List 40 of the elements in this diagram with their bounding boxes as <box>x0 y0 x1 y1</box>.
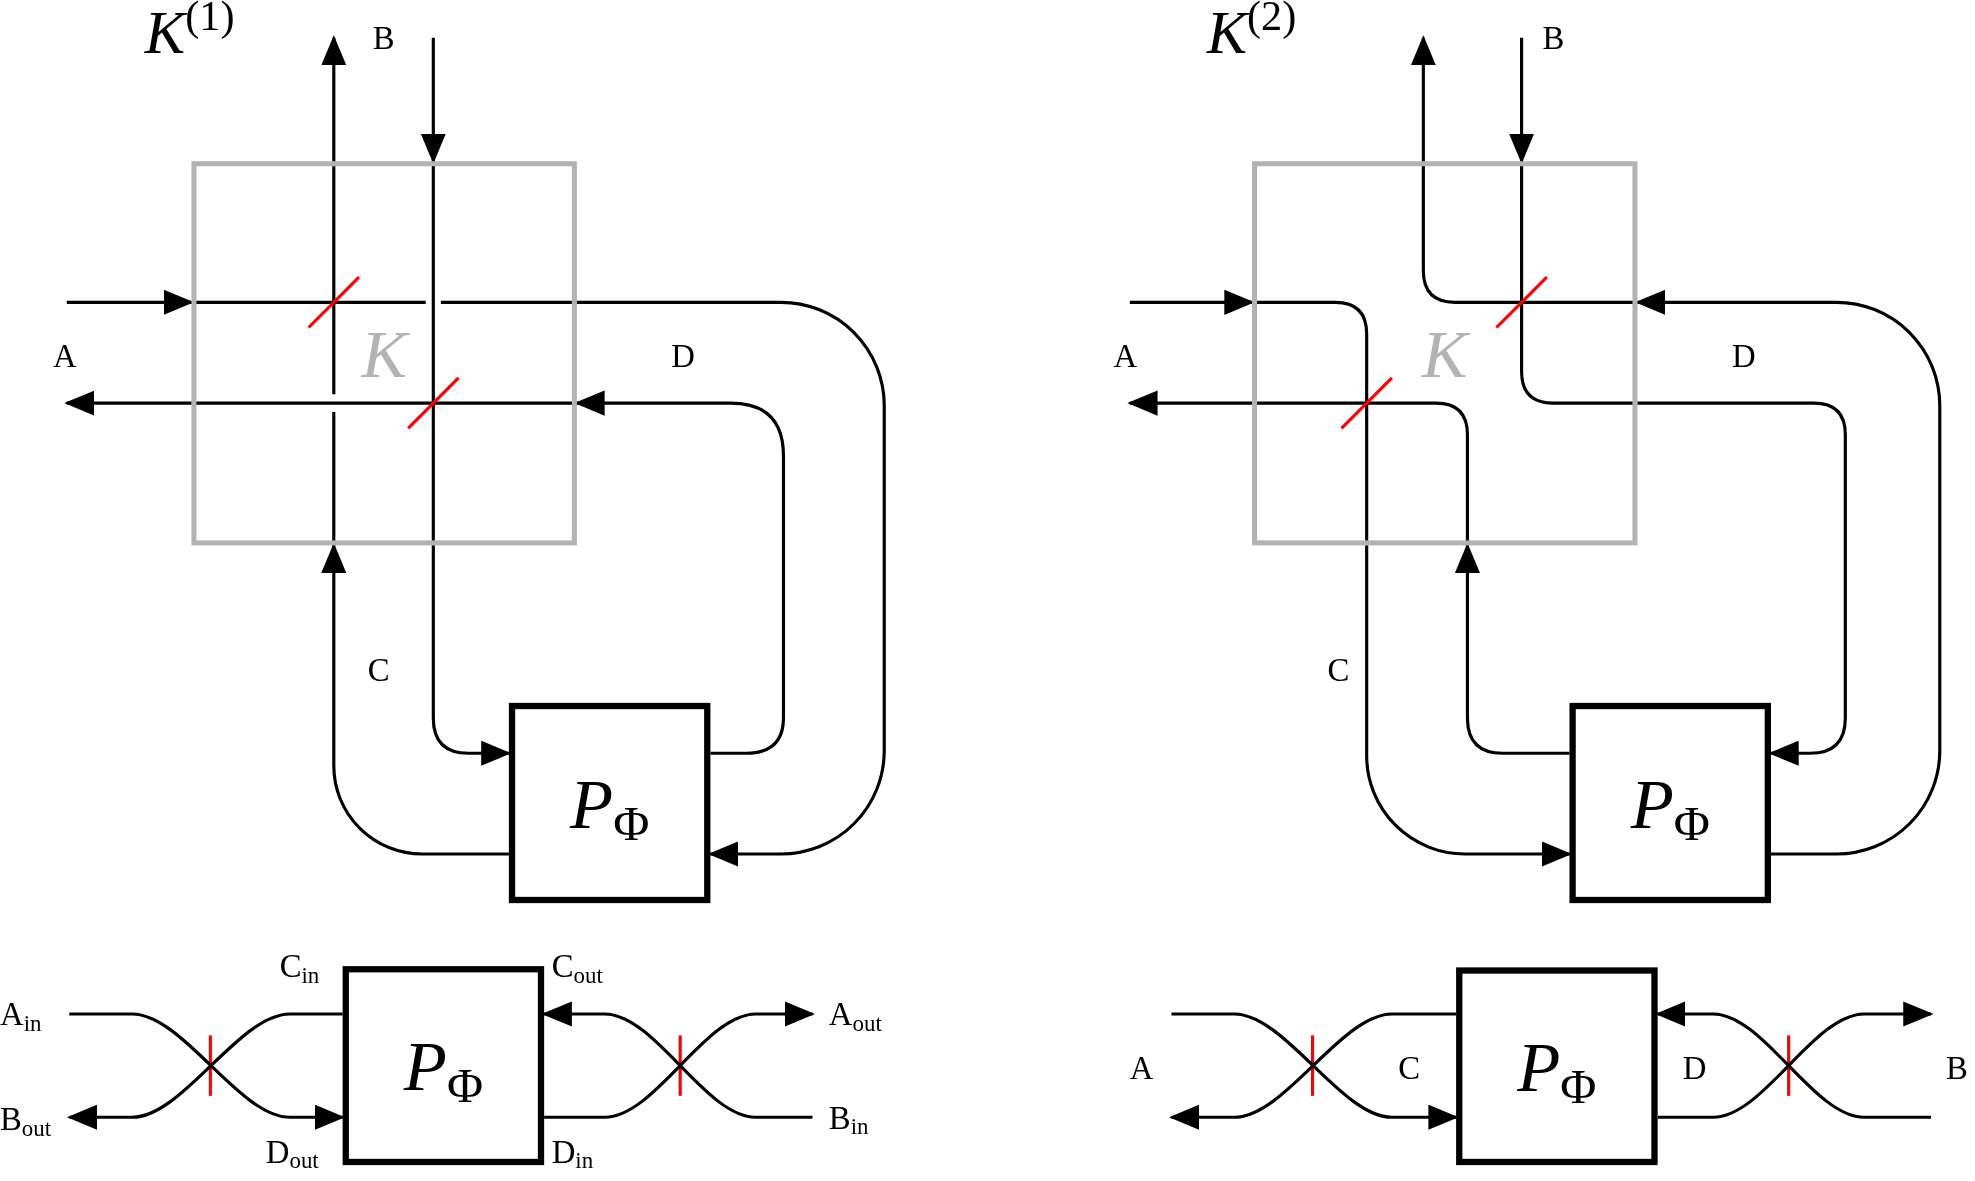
port-label: B <box>1521 17 1565 61</box>
port-label: C <box>1398 1053 1420 1086</box>
circuit-label: K$^{(2)}$ <box>1206 2 1297 63</box>
port-label: C <box>1327 655 1350 688</box>
arrow <box>1129 289 1255 315</box>
port-label: C$_{in}$ <box>279 951 320 984</box>
port-label: B <box>1946 1053 1968 1086</box>
process-box: P$_{Φ}$ <box>1569 702 1771 904</box>
port-label: B$_{out}$ <box>0 1095 70 1144</box>
process-box: P$_{Φ}$ <box>342 966 545 1166</box>
port-label: A <box>1129 1053 1154 1086</box>
arrow <box>1410 35 1436 162</box>
port-label: D$_{out}$ <box>265 1136 319 1169</box>
arrow <box>64 390 192 416</box>
port-label: C <box>367 655 390 688</box>
port-label: D <box>671 340 695 373</box>
arrow <box>1509 37 1535 164</box>
arrow <box>1365 545 1572 867</box>
port-label: D <box>1682 1053 1707 1086</box>
port-label: B <box>333 17 434 61</box>
arrow <box>66 289 194 315</box>
unitary-box: K <box>191 161 577 546</box>
unitary-box: K <box>1252 161 1638 546</box>
port-label: A$_{in}$ <box>0 992 70 1038</box>
port-label: A <box>1113 340 1138 373</box>
port-label: D$_{in}$ <box>551 1136 594 1169</box>
arrow <box>1127 390 1253 416</box>
arrow <box>1637 401 1847 766</box>
arrow <box>420 37 446 164</box>
port-label: A$_{out}$ <box>812 992 904 1038</box>
arrow <box>574 390 786 755</box>
arrow <box>321 35 347 162</box>
port-label: B$_{in}$ <box>812 1095 888 1142</box>
port-label: D <box>1731 340 1756 373</box>
process-box: P$_{Φ}$ <box>1456 967 1658 1166</box>
port-label: A <box>52 340 77 373</box>
process-box: P$_{Φ}$ <box>508 702 711 904</box>
port-label: C$_{out}$ <box>551 951 603 984</box>
circuit-label: K$^{(1)}$ <box>144 2 235 63</box>
arrow <box>576 300 886 867</box>
